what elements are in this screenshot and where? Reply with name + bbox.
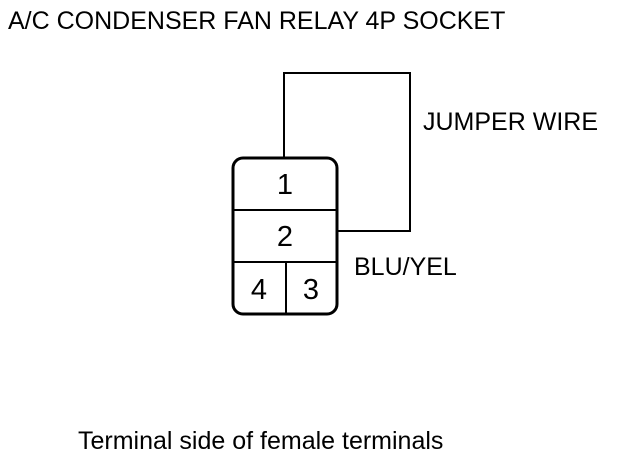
diagram-caption: Terminal side of female terminals [78,427,443,455]
jumper-wire-label: JUMPER WIRE [423,108,598,136]
jumper-wire [283,72,411,232]
diagram-title: A/C CONDENSER FAN RELAY 4P SOCKET [8,7,505,35]
terminal-1-label: 1 [277,169,293,201]
terminal-2-label: 2 [277,221,293,253]
wire-color-label: BLU/YEL [354,253,457,281]
relay-socket: 1 2 4 3 [231,156,339,316]
terminal-3-label: 3 [303,274,319,306]
terminal-4-label: 4 [251,274,267,306]
